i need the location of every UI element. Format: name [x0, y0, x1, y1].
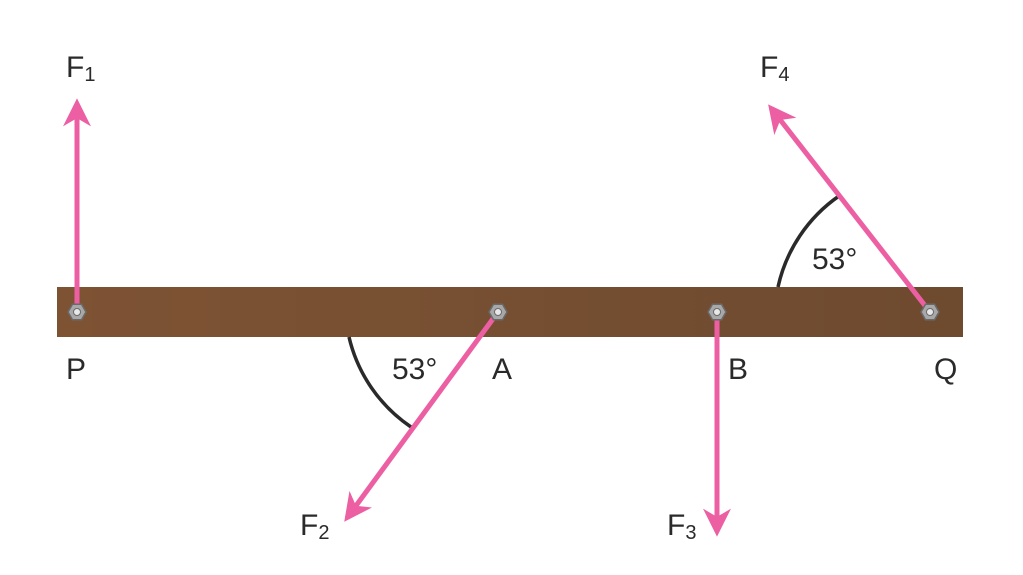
rod [57, 287, 963, 337]
point-label-a: A [492, 353, 512, 386]
force-label-f4: F4 [760, 51, 789, 86]
point-label-p: P [66, 353, 86, 386]
pin-a [488, 303, 508, 321]
force-label-f3: F3 [667, 509, 696, 544]
angle-arc-q [776, 194, 840, 288]
force-arrow-f4 [768, 104, 932, 314]
pin-q [920, 303, 940, 321]
angle-label-a: 53° [392, 353, 437, 386]
pin-b [707, 303, 727, 321]
point-label-b: B [728, 353, 748, 386]
force-arrow-f2 [344, 310, 501, 522]
pin-p [67, 303, 87, 321]
angle-label-q: 53° [812, 243, 857, 276]
angle-arc-a [347, 336, 412, 429]
force-label-f1: F1 [66, 51, 95, 86]
force-label-f2: F2 [300, 509, 329, 544]
point-label-q: Q [934, 353, 957, 386]
